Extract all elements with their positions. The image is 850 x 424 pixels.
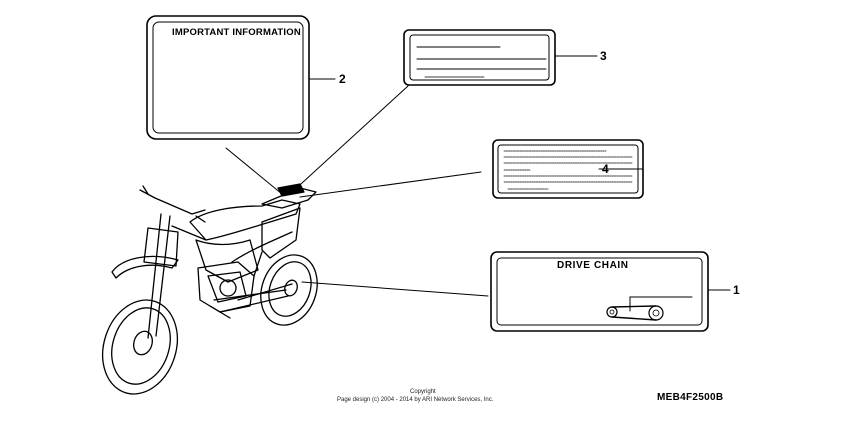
callout-2[interactable]: 2 bbox=[339, 72, 346, 86]
drive-chain-label-plate[interactable] bbox=[490, 251, 709, 332]
label-plate-3[interactable] bbox=[403, 29, 556, 86]
diagram-code: MEB4F2500B bbox=[657, 392, 724, 403]
callout-leader-lines bbox=[225, 55, 731, 297]
callout-1[interactable]: 1 bbox=[733, 283, 740, 297]
motorcycle-illustration bbox=[102, 183, 318, 395]
callout-3[interactable]: 3 bbox=[600, 49, 607, 63]
copyright-line-1: Copyright bbox=[410, 389, 436, 395]
important-information-label-plate[interactable] bbox=[146, 15, 310, 140]
drive-chain-title: DRIVE CHAIN bbox=[553, 260, 633, 271]
callout-4[interactable]: 4 bbox=[602, 162, 609, 176]
copyright-line-2: Page design (c) 2004 - 2014 by ARI Netwo… bbox=[337, 397, 494, 403]
important-information-title: IMPORTANT INFORMATION bbox=[172, 27, 301, 38]
